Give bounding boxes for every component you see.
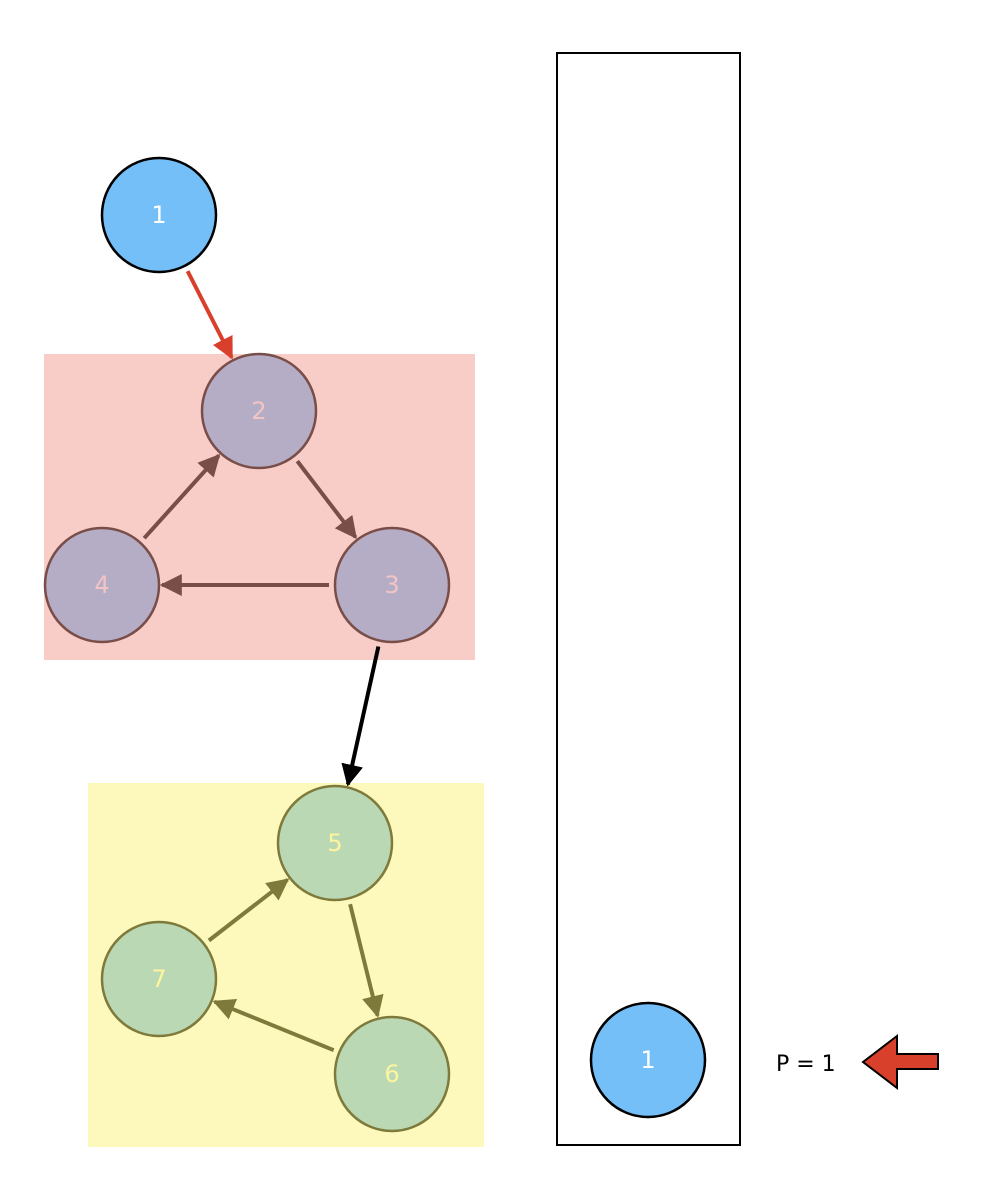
stack-item-label: 1 [640, 1046, 655, 1074]
stack-container [556, 52, 741, 1146]
node-circle [333, 1015, 451, 1133]
node-circle [333, 526, 451, 644]
graph-node-3: 3 [333, 526, 451, 644]
edge-6-to-7 [212, 998, 335, 1053]
graph-node-4: 4 [43, 526, 161, 644]
edge-2-to-3 [295, 459, 358, 540]
graph-node-1: 1 [100, 156, 218, 274]
node-circle [100, 156, 218, 274]
node-circle [100, 920, 218, 1038]
node-circle [200, 352, 318, 470]
node-label: 2 [251, 397, 266, 425]
stack-item: 1 [589, 1001, 707, 1119]
graph-node-2: 2 [200, 352, 318, 470]
node-label: 1 [151, 201, 166, 229]
edge-5-to-6 [348, 903, 384, 1018]
graph-node-6: 6 [333, 1015, 451, 1133]
edges-layer [142, 270, 384, 1053]
node-label: 4 [94, 571, 109, 599]
node-label: 7 [151, 965, 166, 993]
node-label: 3 [384, 571, 399, 599]
edge-7-to-5 [207, 878, 290, 943]
edge-4-to-2 [142, 453, 221, 540]
stack-items: 1 [589, 1001, 707, 1119]
graph-node-7: 7 [100, 920, 218, 1038]
edge-3-to-5 [341, 646, 381, 787]
node-label: 5 [327, 829, 342, 857]
pointer-arrow-icon [861, 1033, 939, 1091]
pointer-label: P = 1 [776, 1052, 836, 1077]
node-circle [276, 784, 394, 902]
edge-1-to-2 [185, 270, 234, 360]
node-label: 6 [384, 1060, 399, 1088]
nodes-layer: 1 2 3 4 5 6 7 [43, 156, 451, 1133]
stack-item-circle [589, 1001, 707, 1119]
node-circle [43, 526, 161, 644]
graph-node-5: 5 [276, 784, 394, 902]
